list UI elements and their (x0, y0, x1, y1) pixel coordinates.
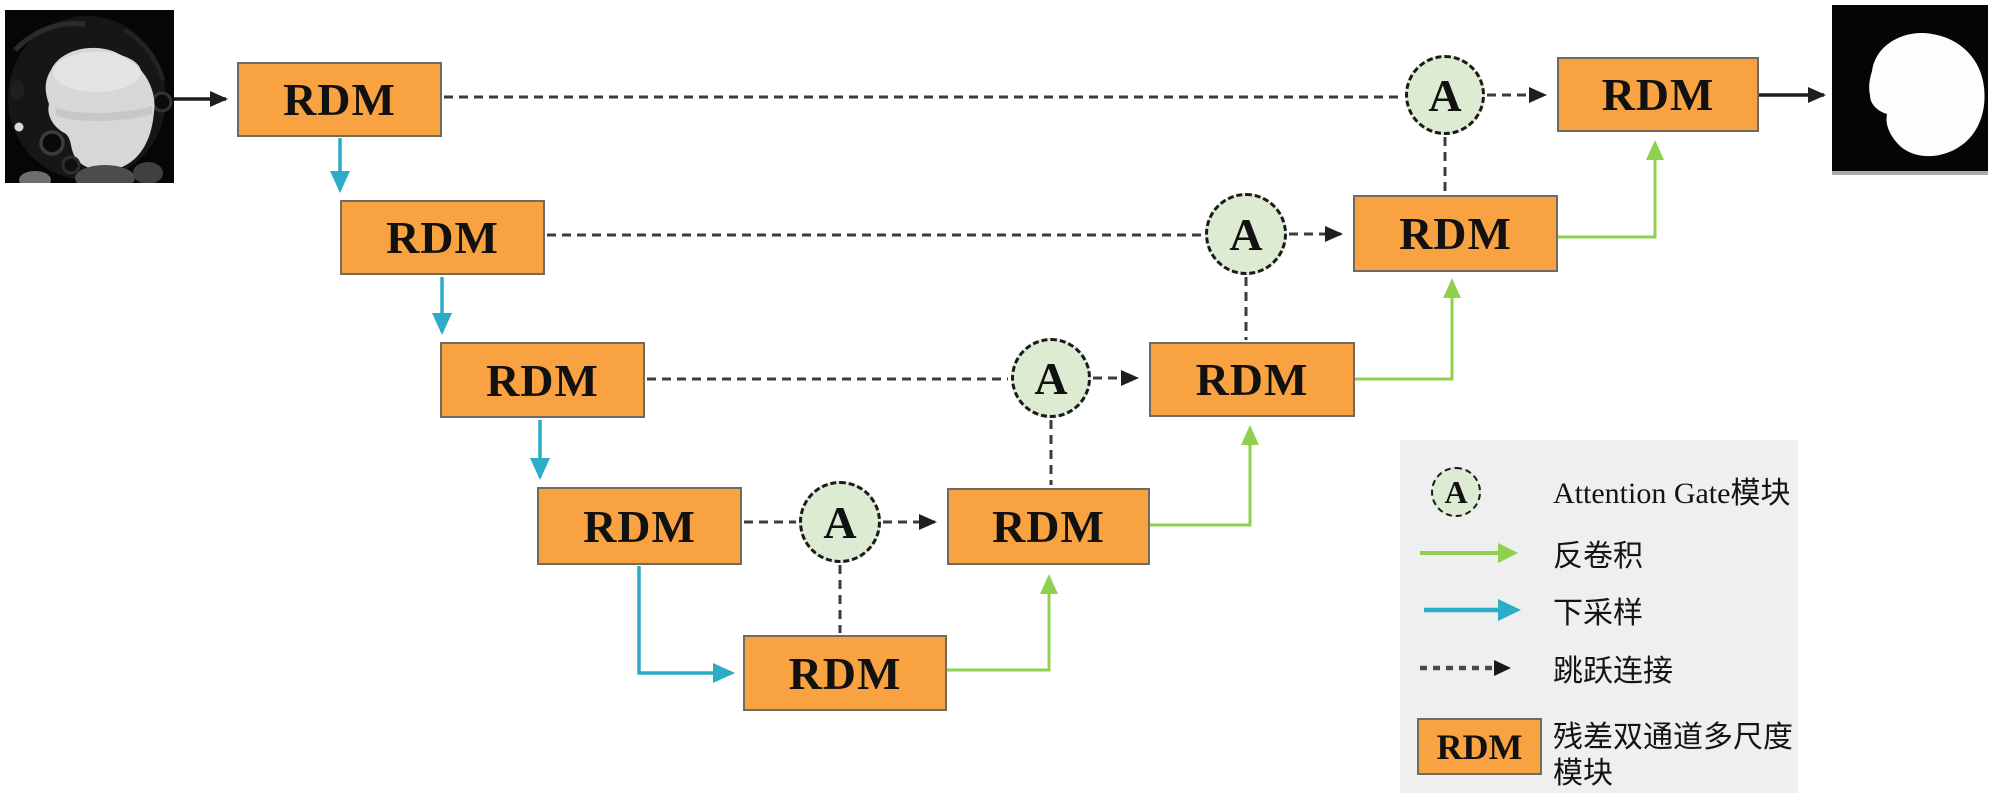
output-mask-image (1832, 5, 1988, 175)
deconv-arrow-1 (947, 574, 1058, 672)
legend-label-rdm: 残差双通道多尺度模块 (1553, 721, 1793, 790)
deconv-arrow-3 (1355, 278, 1461, 381)
attention-gate-4: A (799, 481, 881, 563)
encoder-rdm-3: RDM (440, 342, 645, 418)
encoder-rdm-1: RDM (237, 62, 442, 137)
decoder-rdm-1: RDM (1557, 57, 1759, 132)
skip-connection-arrow-icon (1414, 655, 1524, 681)
downsample-arrow-4 (637, 566, 735, 683)
attention-gate-3: A (1011, 338, 1091, 418)
decoder-rdm-2: RDM (1353, 195, 1558, 272)
bottleneck-rdm: RDM (743, 635, 947, 711)
attention-gate-2: A (1205, 193, 1287, 275)
decoder-rdm-3: RDM (1149, 342, 1355, 417)
legend-label-downsample: 下采样 (1553, 597, 1643, 630)
deconv-arrow-2 (1150, 425, 1259, 527)
legend: A Attention Gate模块 反卷积 下采样 跳跃连接 RDM 残差双通… (1400, 440, 1798, 793)
legend-label-deconvolution: 反卷积 (1553, 540, 1643, 573)
rdm-box-icon: RDM (1417, 718, 1542, 775)
encoder-rdm-4: RDM (537, 487, 742, 565)
input-mri-art (5, 10, 174, 191)
input-mri-image (5, 10, 174, 191)
output-mask-art (1832, 5, 1988, 175)
legend-label-attention-gate: Attention Gate模块 (1553, 477, 1791, 510)
legend-label-skip-connection: 跳跃连接 (1553, 655, 1673, 688)
attention-gate-icon: A (1431, 467, 1481, 517)
deconv-arrow-4 (1558, 140, 1664, 239)
decoder-rdm-4: RDM (947, 488, 1150, 565)
deconvolution-arrow-icon (1414, 540, 1524, 566)
downsample-arrow-icon (1414, 597, 1524, 623)
attention-gate-1: A (1405, 55, 1485, 135)
encoder-rdm-2: RDM (340, 200, 545, 275)
